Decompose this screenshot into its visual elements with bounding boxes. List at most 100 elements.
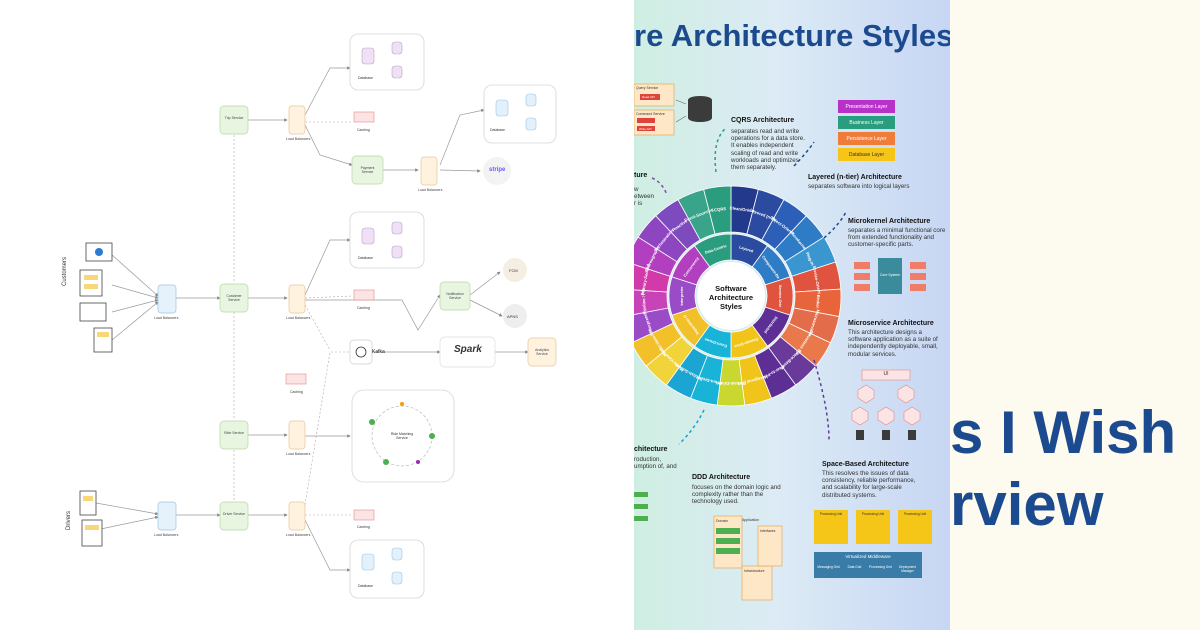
kafka-node <box>349 339 373 365</box>
outer-segment-label-24: CQRS <box>714 206 727 213</box>
ride-service <box>219 420 249 450</box>
title-panel: s I Wish rview <box>950 0 1200 630</box>
layered-description: separates software into logical layers <box>808 183 910 190</box>
left-cut-bottom-line-2: umption of, and <box>634 463 677 470</box>
cache-driver <box>353 509 375 521</box>
driver-service <box>219 501 249 531</box>
cqrs-description: separates read and write operations for … <box>731 128 805 172</box>
kafka-label: Kafka <box>372 349 385 355</box>
wheel-center-label: Software Architecture Styles <box>708 284 754 311</box>
drivers-label: Drivers <box>66 511 72 530</box>
middle-segment-9 <box>693 233 732 268</box>
middle-segment-label-4: Domain-Drive <box>734 337 759 348</box>
microservice-description: This architecture designs a software app… <box>848 329 938 358</box>
left-cut-bottom-title: chitecture <box>634 446 668 453</box>
customer-phone <box>79 269 103 297</box>
messaging-grid-label: Messaging Grid <box>817 565 840 569</box>
microservice-title: Microservice Architecture <box>848 320 934 327</box>
stripe-node <box>483 157 511 185</box>
poster-heading: re Architecture Styles <box>634 18 950 53</box>
microkernel-title: Microkernel Architecture <box>848 218 931 225</box>
ride-matching-group <box>351 389 455 483</box>
trip-service <box>219 105 249 135</box>
space-based-diagram <box>814 510 932 578</box>
database-group-customer <box>349 211 425 269</box>
microservice-diagram <box>851 369 921 440</box>
database-label-trip: Database <box>358 76 373 80</box>
load-balancer-ride <box>288 420 306 450</box>
apns-label: APNS <box>507 314 518 319</box>
middle-segment-label-7: Interpreter <box>680 286 684 306</box>
lb-label-drivers: Load Balancers <box>154 533 179 537</box>
cqrs-query-service-label: Query Service <box>636 86 659 90</box>
caching-label-driver: Caching <box>357 525 370 529</box>
architecture-wheel <box>634 185 842 407</box>
outer-segment-label-18: Pipeline / Pip <box>640 288 647 315</box>
cqrs-diagram <box>634 83 712 136</box>
load-balancer-customer <box>288 284 306 314</box>
processing-unit-label-1: Processing Unit <box>819 512 843 516</box>
space-based-description: This resolves the issues of data consist… <box>822 470 916 499</box>
customers-label: Customers <box>62 256 68 286</box>
caching-label-customer: Caching <box>357 306 370 310</box>
left-cut-bottom-line-1: roduction, <box>634 456 662 463</box>
virtualized-middleware-label: Virtualized Middleware <box>845 554 891 559</box>
title-line-2: rview <box>950 471 1104 538</box>
load-balancer-driver <box>288 501 306 531</box>
outer-segment-label-5: Service-Orient <box>812 265 822 295</box>
left-cut-top-line-3: r is <box>634 200 643 207</box>
payment-service <box>351 155 384 185</box>
customer-devices <box>79 242 113 353</box>
outer-segment-label-19: Primary-Second <box>640 263 651 296</box>
fcm-label: FCM <box>509 268 518 273</box>
load-balancer-drivers <box>157 501 177 531</box>
microservice-ui-label: UI <box>883 371 889 377</box>
left-cut-top-line-2: etween <box>634 193 654 200</box>
database-label-payment: Database <box>490 128 505 132</box>
outer-segment-label-6: Broker <box>815 295 821 309</box>
stripe-label: stripe <box>489 167 506 173</box>
spark-label: Spark <box>454 344 482 355</box>
cqrs-read-api-label: Read API <box>642 95 655 99</box>
left-cut-top-title: ture <box>634 172 648 179</box>
left-cut-top-line-1: w <box>634 186 639 193</box>
database-group-driver <box>349 539 425 599</box>
database-group-trip <box>349 33 425 91</box>
arrow-left-bottom <box>678 409 705 445</box>
microkernel-description: separates a minimal functional core from… <box>848 227 946 249</box>
middle-segment-label-5: Event-Driven <box>703 337 727 348</box>
outer-segment-label-0: Clean/Onion <box>729 205 755 213</box>
legend-presentation-layer: Presentation Layer <box>838 100 895 113</box>
title-line-1: s I Wish <box>950 399 1177 466</box>
arrow-microkernel <box>823 211 847 239</box>
data-grid-label: Data Grid <box>847 565 862 569</box>
outer-segment-label-4: Plug-in <box>805 251 816 266</box>
microkernel-diagram <box>854 258 926 294</box>
fcm-node <box>503 258 527 282</box>
ddd-domain-label: Domain <box>716 519 729 523</box>
driver-service-label: Driver Service <box>223 512 245 516</box>
notification-service-label: Notification Service <box>446 292 464 300</box>
lb-label-customer: Load Balancers <box>286 316 311 320</box>
ddd-diagram <box>713 515 783 601</box>
load-balancer-trip <box>288 105 306 135</box>
customer-tablet <box>79 302 107 322</box>
ddd-interfaces-label: Interfaces <box>760 529 776 533</box>
lb-label-trip: Load Balancers <box>286 137 311 141</box>
outer-segment-label-13: Event-Driven <box>696 375 723 386</box>
spark-node <box>439 336 496 368</box>
customer-service-label: Customer Service <box>226 294 242 302</box>
processing-unit-label-2: Processing Unit <box>861 512 885 516</box>
legend-database-layer: Database Layer <box>838 148 895 161</box>
ddd-description: focuses on the domain logic and complexi… <box>692 484 781 506</box>
middle-segment-label-9: Data-Centric <box>705 244 728 255</box>
caching-label-ride: Caching <box>290 390 303 394</box>
outer-segment-label-17: Interpreter <box>642 312 653 334</box>
driver-phone-2 <box>81 519 103 547</box>
middle-segment-label-0: Layered <box>739 245 755 254</box>
ddd-application-label: Application <box>742 518 760 522</box>
customer-service <box>219 283 249 313</box>
database-label-customer: Database <box>358 256 373 260</box>
ddd-title: DDD Architecture <box>692 474 751 481</box>
processing-grid-label: Processing Grid <box>869 565 892 569</box>
